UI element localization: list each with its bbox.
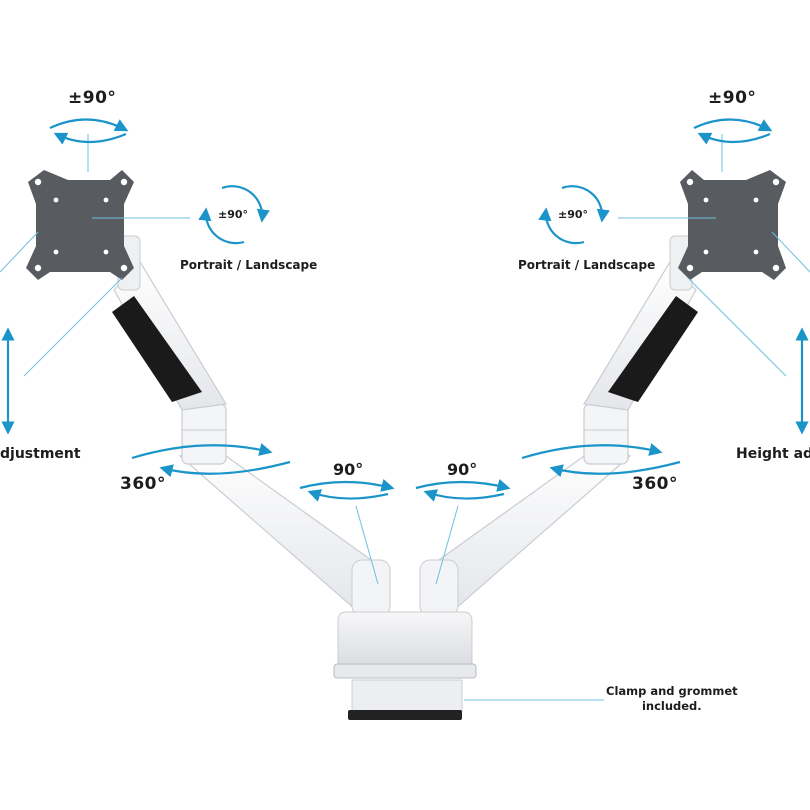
height-adjustment-label-left: djustment <box>0 446 81 462</box>
leader-lines <box>0 134 810 701</box>
portrait-landscape-label-right: Portrait / Landscape <box>518 258 656 272</box>
clamp-caption-line1: Clamp and grommet <box>606 684 738 698</box>
clamp-body <box>351 679 463 713</box>
rotate-label-left: ±90° <box>218 208 249 221</box>
swivel-label-left: 360° <box>120 474 166 494</box>
pan-label-right: 90° <box>447 460 478 479</box>
tilt-arrow-right <box>693 118 773 132</box>
height-adjustment-label-right: Height adj <box>736 446 810 462</box>
clamp-caption-line2: included. <box>641 699 702 713</box>
left-gas-spring <box>112 296 202 402</box>
right-arm <box>421 170 786 611</box>
swivel-arrow-left <box>131 443 273 460</box>
left-arm <box>26 170 389 611</box>
base-housing <box>337 611 473 669</box>
left-post <box>351 559 391 617</box>
pan-label-left: 90° <box>333 460 364 479</box>
left-vesa-plate <box>26 170 134 280</box>
right-gas-spring <box>608 296 698 402</box>
right-vesa-plate <box>678 170 786 280</box>
tilt-label-right: ±90° <box>708 88 757 108</box>
clamp-foot <box>348 710 462 720</box>
motion-arrows <box>1 118 809 502</box>
tilt-label-left: ±90° <box>68 88 117 108</box>
rotate-label-right: ±90° <box>558 208 589 221</box>
swivel-label-right: 360° <box>632 474 678 494</box>
desk-clamp-base <box>333 559 477 720</box>
right-elbow-joint <box>583 403 629 465</box>
portrait-landscape-label-left: Portrait / Landscape <box>180 258 318 272</box>
pan-arrow-right <box>415 478 511 492</box>
tilt-arrow-left <box>49 118 129 132</box>
right-post <box>419 559 459 617</box>
pan-arrow-left <box>299 478 395 492</box>
swivel-arrow-right <box>521 443 663 460</box>
clamp-grommet-caption: Clamp and grommet included. <box>606 684 738 714</box>
rotate-arrow-right <box>561 185 610 223</box>
left-elbow-joint <box>181 403 227 465</box>
rotate-arrow-left <box>221 185 270 223</box>
